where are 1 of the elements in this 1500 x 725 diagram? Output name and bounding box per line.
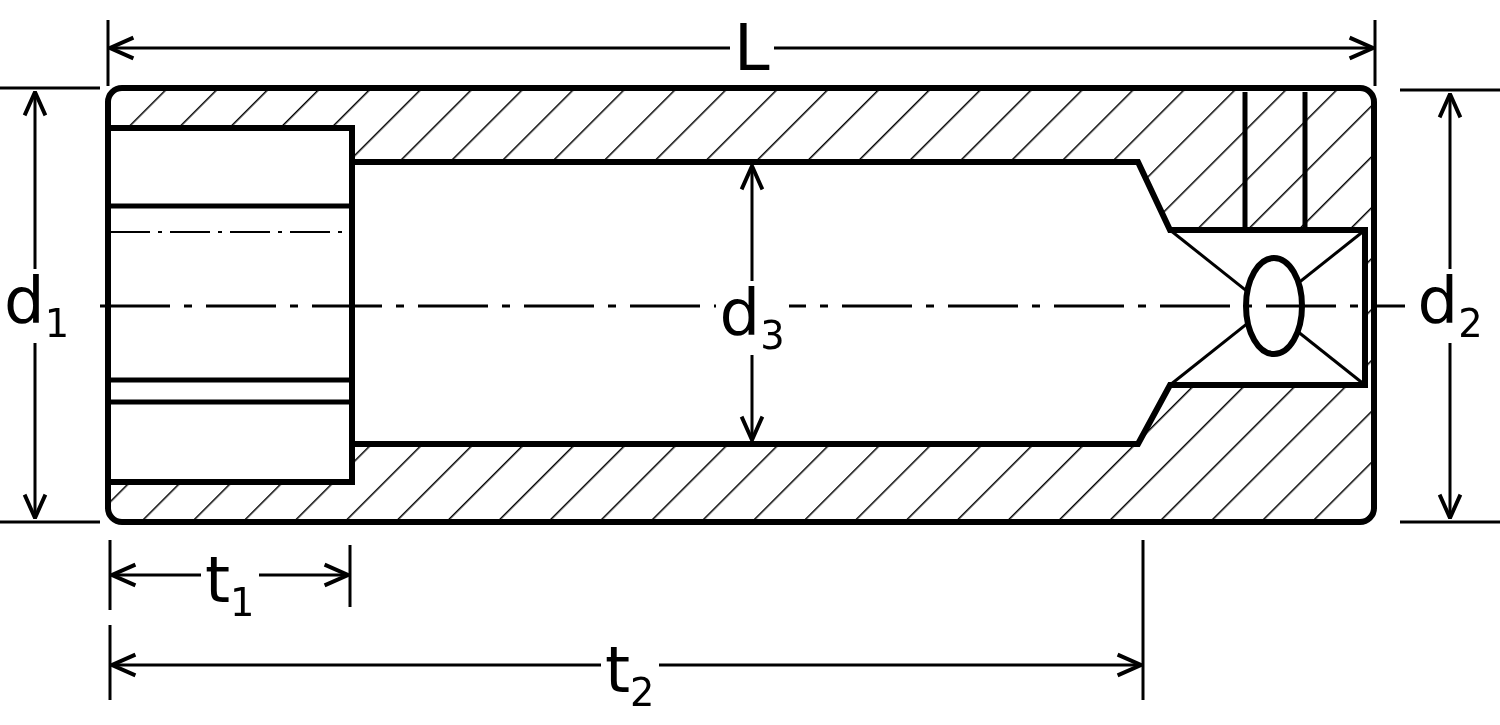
dimension-label: d$_{3}$ <box>715 281 789 356</box>
